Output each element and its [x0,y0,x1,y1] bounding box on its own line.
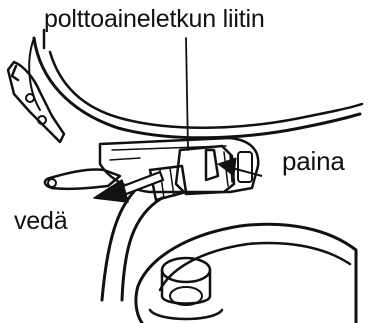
cap-top [162,258,210,282]
label-leader-line [186,38,188,150]
cover-outer-edge [34,38,360,138]
bracket-tab [12,66,18,80]
hose-fitting-rings [160,168,174,198]
cap-base [150,310,222,319]
connector-latch [206,150,218,180]
lower-flange [45,169,120,188]
cover-inner-edge [50,52,362,128]
push-label: paina [282,148,345,174]
fuel-line-connector-label: polttoaineletkun liitin [44,7,265,32]
lower-housing [136,224,356,323]
flange-hole [48,179,56,187]
pull-label: vedä [14,209,67,234]
connector-socket [238,152,252,182]
bracket-hole-1 [26,94,34,102]
